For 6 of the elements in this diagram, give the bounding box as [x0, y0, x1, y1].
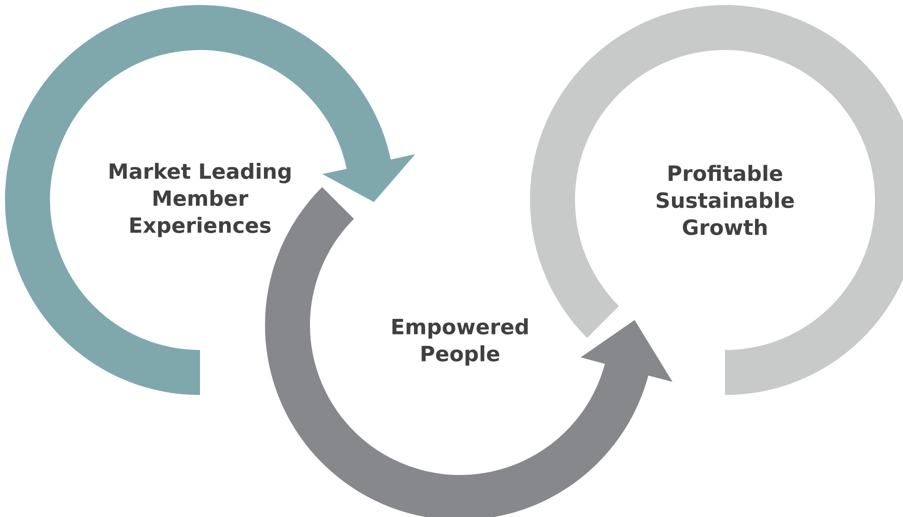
label-text: Market Leading Member Experiences [110, 162, 290, 238]
ring-drawing [530, 5, 903, 395]
curved-arrow [5, 5, 416, 395]
label-text: Empowered People [392, 318, 528, 366]
curved-arrow [265, 187, 672, 517]
label-text: Profitable Sustainable Growth [656, 164, 794, 236]
